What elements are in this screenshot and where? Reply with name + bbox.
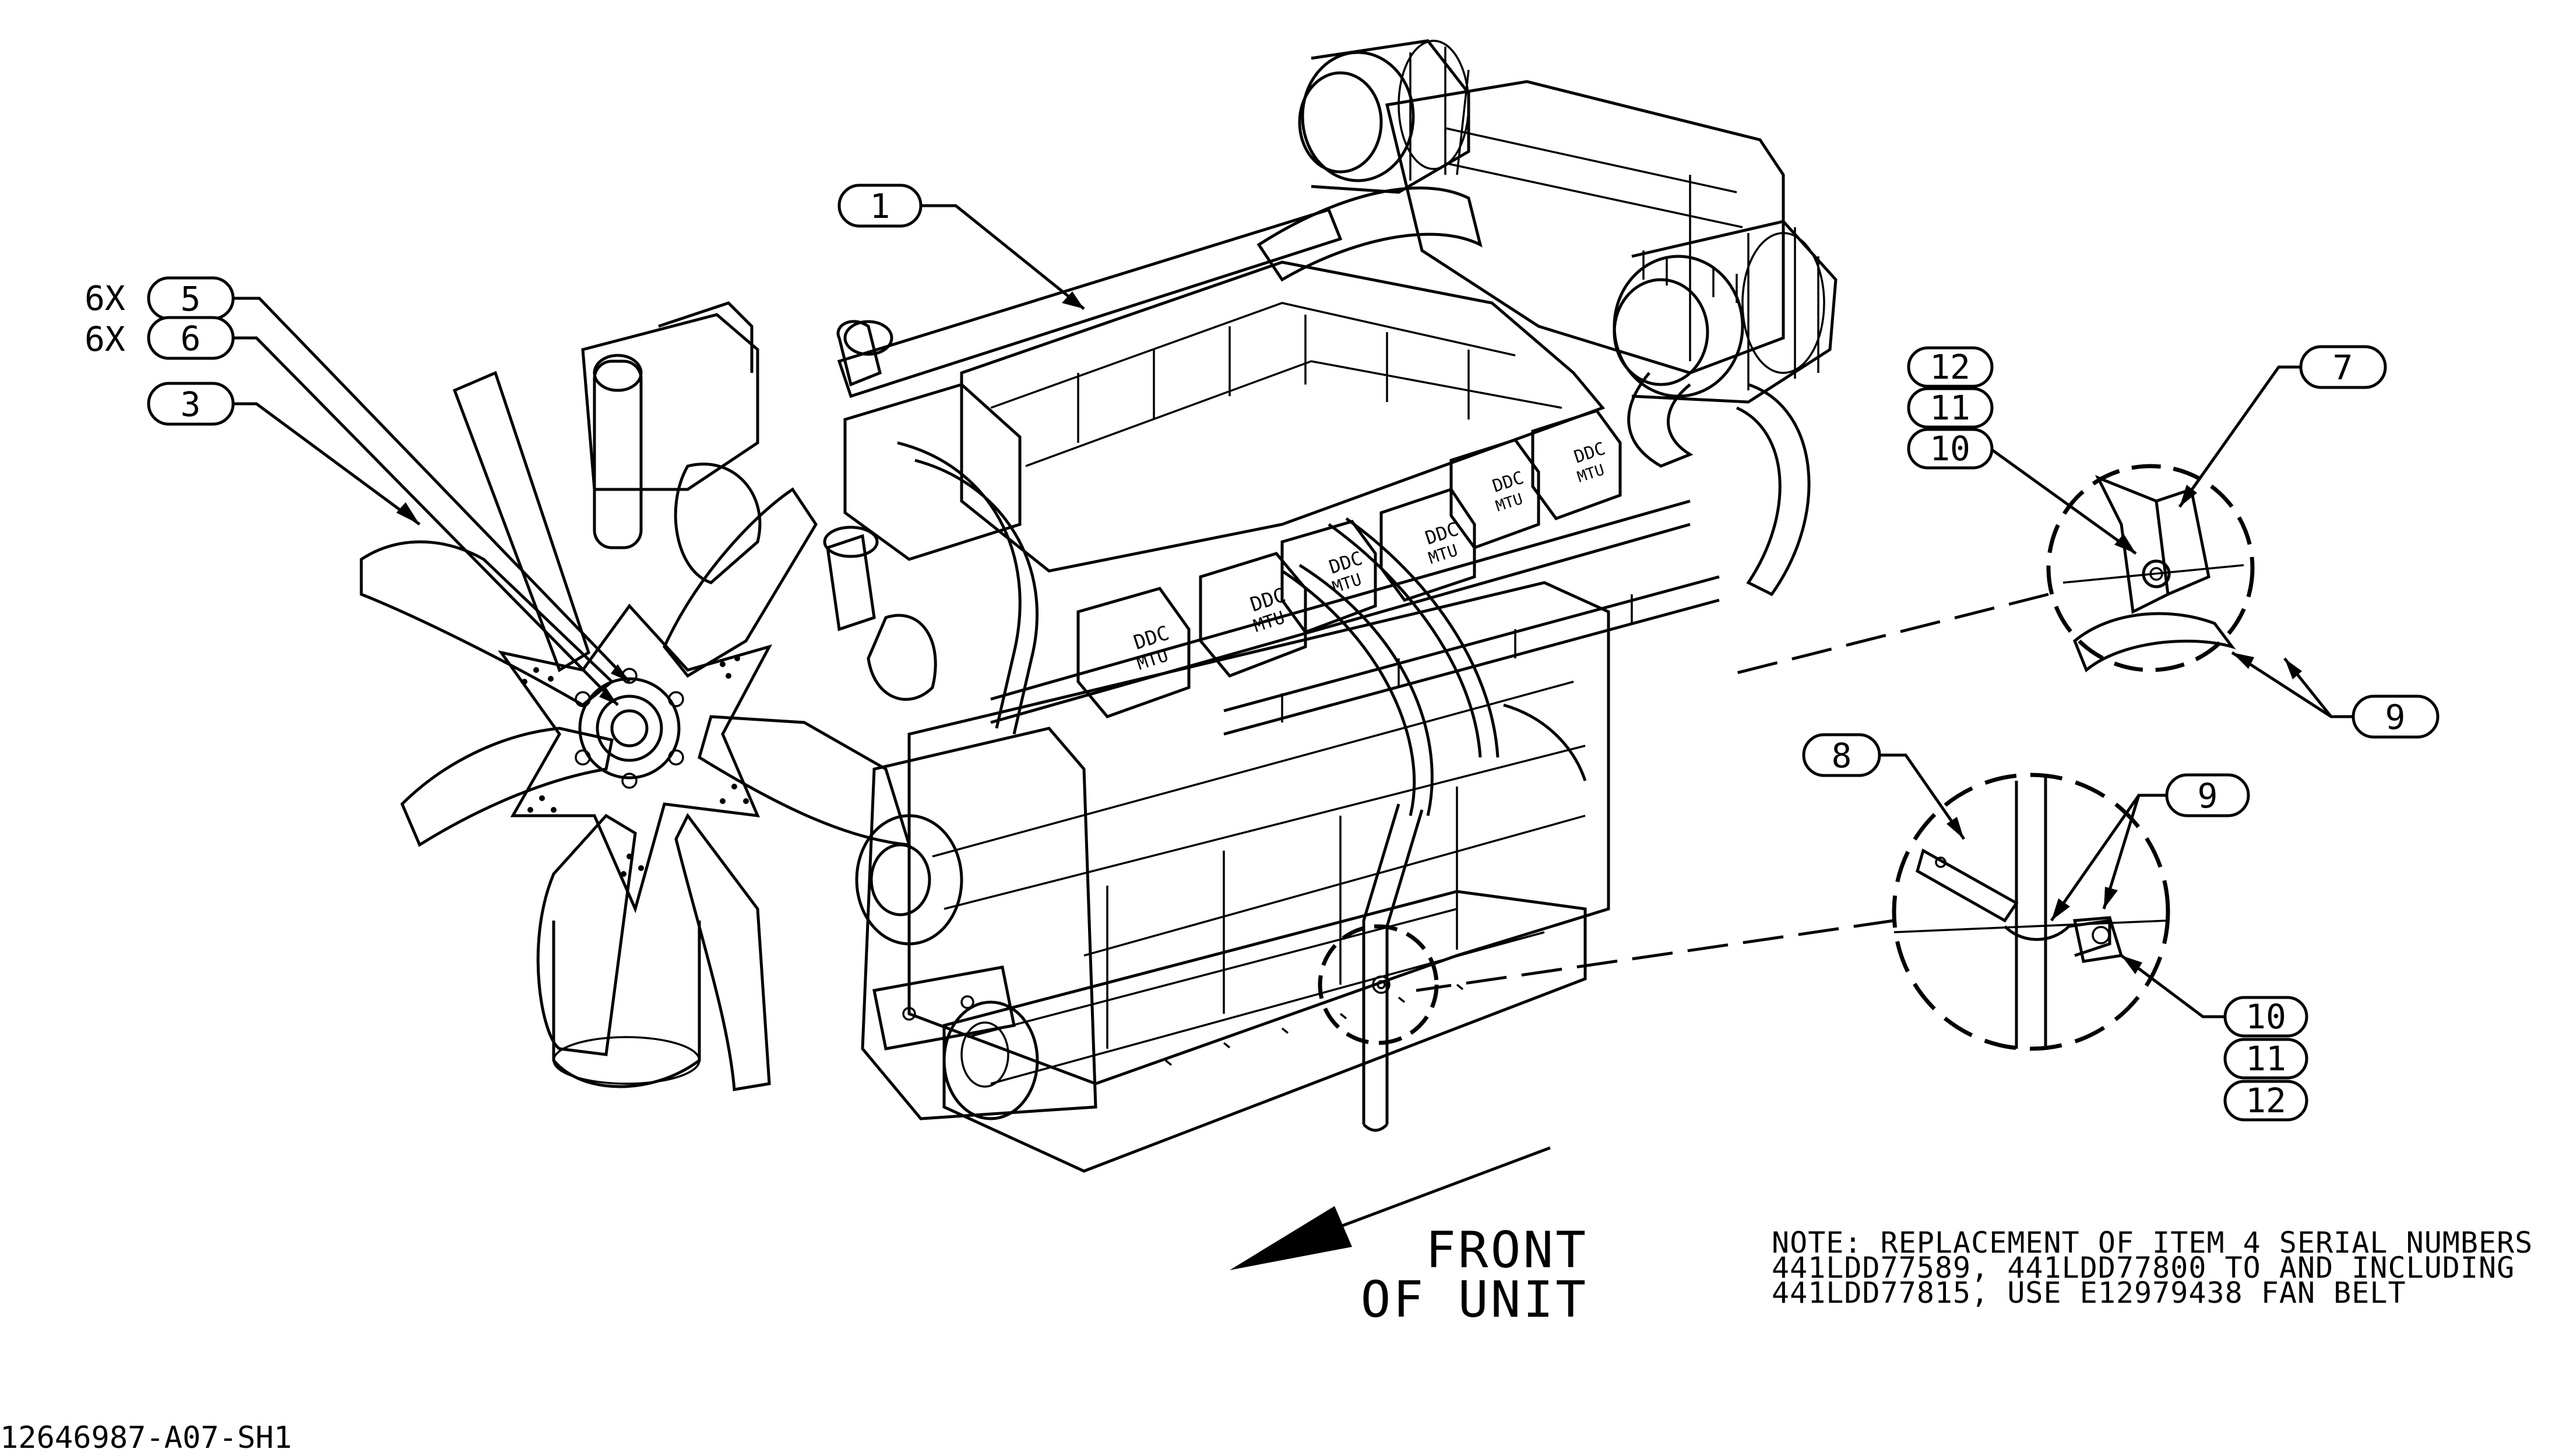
svg-text:10: 10 [2245,997,2286,1037]
front-arrow-icon [1230,1206,1352,1270]
balloon-item-10-lower[interactable]: 10 [2223,996,2308,1038]
front-of-unit-indicator: FRONT OF UNIT [1230,1146,1588,1329]
svg-text:8: 8 [1832,736,1852,775]
svg-text:12: 12 [1930,347,1970,387]
svg-text:3: 3 [181,385,201,424]
balloon-item-7[interactable]: 7 [2299,345,2387,389]
leader-lines [233,204,2353,1018]
detail-view-upper [1724,464,2255,678]
svg-text:5: 5 [181,279,201,319]
balloon-item-5[interactable]: 6X 5 [85,276,235,320]
radiator-fan [360,371,911,1091]
ecu-module-6: DDC MTU [1531,409,1622,520]
svg-text:1: 1 [870,186,890,226]
quantity-label: 6X [85,278,125,318]
balloon-item-11-upper[interactable]: 11 [1907,387,1994,429]
balloon-item-8[interactable]: 8 [1802,733,1881,777]
svg-text:9: 9 [2385,697,2406,737]
svg-text:11: 11 [2245,1039,2286,1078]
balloon-item-3[interactable]: 3 [147,382,235,426]
svg-text:9: 9 [2198,776,2218,816]
svg-text:7: 7 [2333,348,2353,387]
ecu-module-3: DDC MTU [1280,520,1377,634]
svg-text:11: 11 [1930,388,1970,428]
note-line-1: NOTE: REPLACEMENT OF ITEM 4 SERIAL NUMBE… [1772,1226,2533,1260]
front-label-line2: OF UNIT [1361,1271,1588,1329]
drawing-number: 12646987-A07-SH1 [0,1420,292,1453]
balloon-item-12-upper[interactable]: 12 [1907,346,1994,388]
ecu-module-1: DDC MTU [1076,587,1191,718]
balloon-item-9-upper[interactable]: 9 [2352,694,2440,739]
balloon-item-1[interactable]: 1 [837,184,923,228]
svg-text:6: 6 [181,319,201,358]
balloon-item-10-upper[interactable]: 10 [1907,428,1994,470]
svg-text:12: 12 [2245,1081,2286,1120]
detail-view-lower [1318,773,2170,1051]
note-line-3: 441LDD77815, USE E12979438 FAN BELT [1772,1276,2406,1310]
ecu-badge-ddc: DDC [1572,439,1608,468]
ecu-badge-ddc: DDC [1490,468,1526,497]
ecu-module-5: DDC MTU [1449,438,1540,549]
engine-illustration: DDC MTU DDC MTU DDC MTU DDC MTU DDC MTU … [360,39,1838,1173]
note-line-2: 441LDD77589, 441LDD77800 TO AND INCLUDIN… [1772,1251,2515,1285]
balloon-item-6[interactable]: 6X 6 [85,316,235,360]
front-label-line1: FRONT [1425,1221,1588,1279]
balloon-item-12-lower[interactable]: 12 [2223,1080,2308,1122]
note-block: NOTE: REPLACEMENT OF ITEM 4 SERIAL NUMBE… [1772,1226,2533,1310]
quantity-label: 6X [85,319,125,359]
svg-text:10: 10 [1930,429,1970,468]
item-balloons: 1 6X 5 6X 6 3 12 11 10 7 [85,184,2440,1122]
balloon-item-11-lower[interactable]: 11 [2223,1038,2308,1080]
turbocharger-lower [1613,220,1838,468]
balloon-item-9-lower[interactable]: 9 [2165,773,2250,817]
turbocharger-upper [1298,39,1470,194]
